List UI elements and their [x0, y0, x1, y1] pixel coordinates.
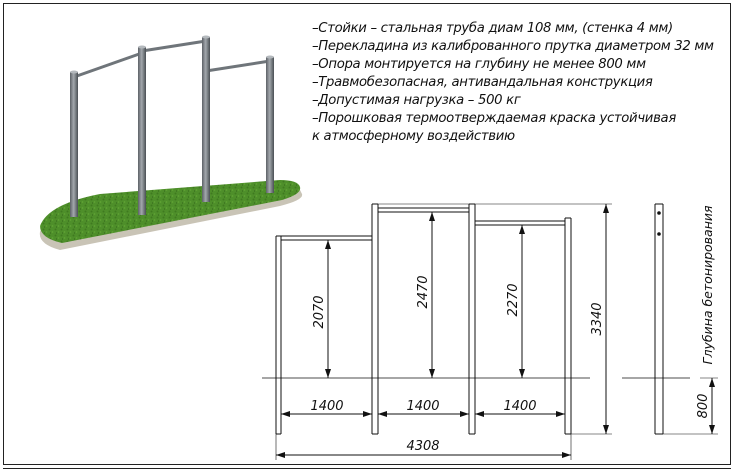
dim-span-1: 1400 [310, 399, 343, 414]
side-depth-label: Глубина бетонирования [700, 205, 715, 365]
drawing-frame [3, 3, 731, 465]
dim-depth: 800 [696, 394, 711, 419]
technical-drawing [262, 203, 718, 460]
dim-bar-low: 2070 [312, 295, 327, 328]
dim-bar-high: 2470 [416, 275, 431, 308]
dim-span-2: 1400 [406, 399, 439, 414]
dim-total-width: 4308 [406, 439, 439, 454]
specifications-list: –Стойки – стальная труба диам 108 мм, (с… [312, 20, 714, 146]
spec-posts: –Стойки – стальная труба диам 108 мм, (с… [312, 21, 673, 36]
dimension-arrows [276, 204, 715, 458]
spec-paint: –Порошковая термоотверждаемая краска уст… [312, 111, 676, 126]
grass-base [39, 180, 303, 250]
dim-bar-mid: 2270 [506, 283, 521, 316]
poles [70, 35, 274, 217]
spec-load: –Допустимая нагрузка – 500 кг [312, 93, 521, 108]
spec-paint-cont: к атмосферному воздействию [312, 129, 515, 144]
dim-span-3: 1400 [503, 399, 536, 414]
spec-crossbar: –Перекладина из калиброванного прутка ди… [312, 39, 714, 54]
spec-depth: –Опора монтируется на глубину не менее 8… [312, 57, 646, 72]
spec-safety: –Травмобезопасная, антивандальная констр… [312, 75, 653, 90]
crossbars [72, 39, 272, 79]
bottom-rule [3, 468, 731, 469]
dim-total-height: 3340 [590, 302, 605, 335]
